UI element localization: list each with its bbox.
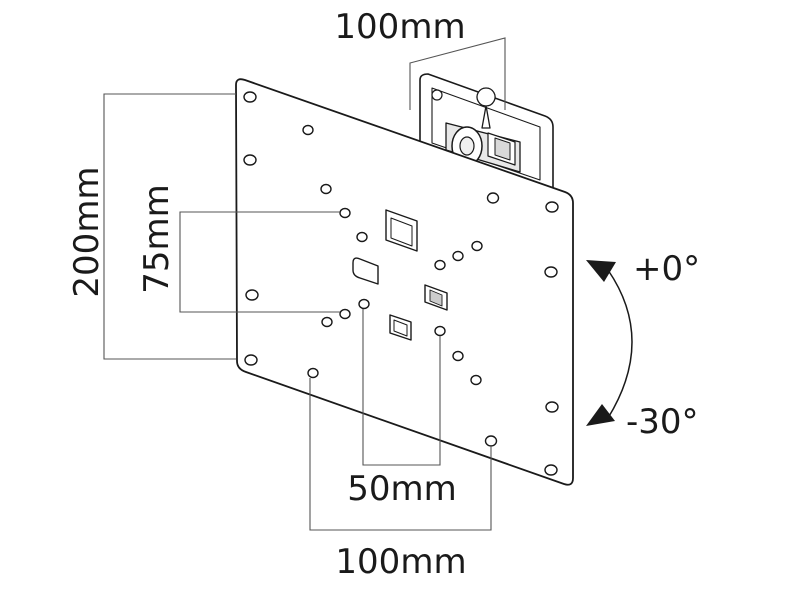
- label-tilt-minus30: -30°: [626, 402, 699, 442]
- keyhole-icon: [476, 87, 496, 129]
- hole: [339, 207, 351, 219]
- hole: [470, 374, 482, 386]
- dim-left-200: [103, 93, 236, 360]
- hole: [434, 259, 446, 271]
- slot-top: [385, 209, 418, 252]
- label-left-75mm: 75mm: [137, 184, 177, 294]
- label-bottom-50mm: 50mm: [347, 469, 457, 509]
- hole: [302, 124, 314, 136]
- hole: [545, 201, 559, 213]
- hole: [358, 298, 370, 310]
- hole: [471, 240, 483, 252]
- hole: [244, 354, 258, 366]
- hole: [484, 435, 498, 447]
- dim-top-100: [409, 37, 506, 110]
- label-top-100mm: 100mm: [334, 7, 465, 47]
- dimension-lines: [103, 37, 506, 531]
- slot-left: [352, 257, 379, 285]
- hole: [321, 316, 333, 328]
- wall-bracket-inner: [431, 87, 541, 181]
- hole: [545, 401, 559, 413]
- hole: [452, 350, 464, 362]
- vesa-plate-outline: [235, 78, 574, 486]
- hole: [544, 464, 558, 476]
- dim-left-75: [179, 211, 340, 313]
- hole: [243, 154, 257, 166]
- hole: [434, 325, 446, 337]
- bracket-hole: [431, 89, 443, 101]
- hole: [452, 250, 464, 262]
- label-bottom-100mm: 100mm: [335, 542, 466, 582]
- arrow-down-icon: [586, 404, 615, 426]
- hole: [307, 367, 319, 379]
- hole: [356, 231, 368, 243]
- slot-bottom: [389, 314, 412, 341]
- hole: [245, 289, 259, 301]
- hole: [243, 91, 257, 103]
- hole: [320, 183, 332, 195]
- mounting-holes: [243, 91, 559, 476]
- dim-bottom-50: [362, 309, 441, 466]
- dim-bottom-100: [309, 378, 492, 531]
- label-left-200mm: 200mm: [67, 166, 107, 297]
- arrow-up-icon: [586, 260, 616, 282]
- tilt-arc: [607, 269, 633, 419]
- hole: [486, 192, 500, 204]
- vesa-plate: [235, 78, 574, 486]
- hole: [544, 266, 558, 278]
- hole: [339, 308, 351, 320]
- plate-slots: [352, 209, 448, 341]
- label-tilt-plus0: +0°: [633, 249, 700, 289]
- tilt-indicator: [586, 260, 633, 426]
